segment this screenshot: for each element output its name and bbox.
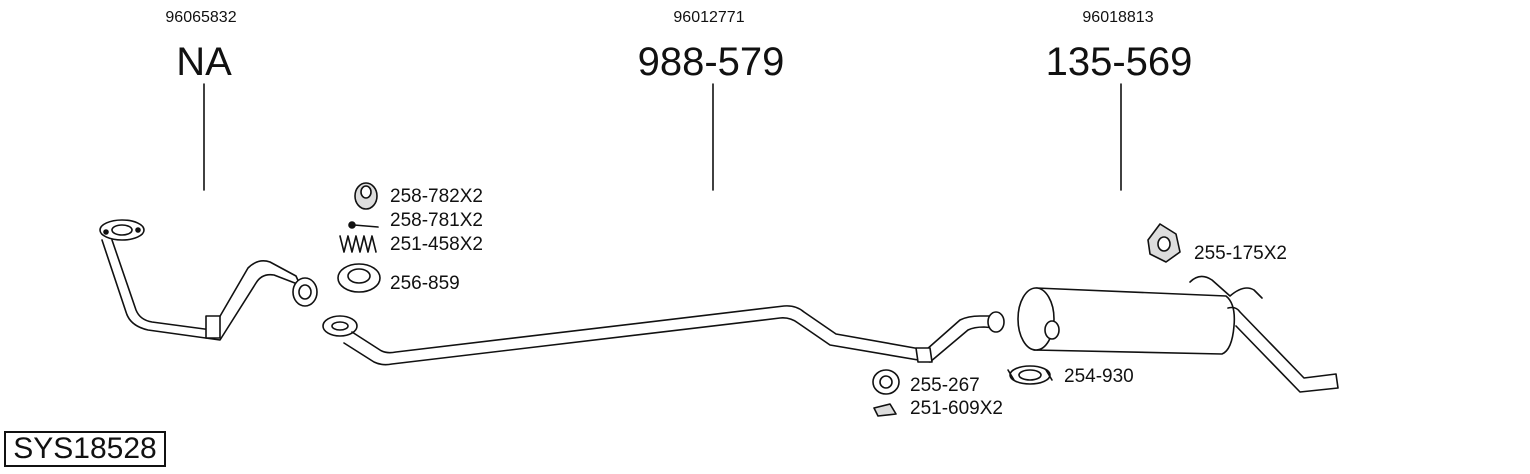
rear-silencer — [1017, 275, 1339, 393]
rubber-mount-right-icon — [1147, 223, 1181, 263]
label-rubber-mount-right: 255-175X2 — [1194, 243, 1287, 264]
clamp-icon — [1007, 365, 1053, 385]
label-hanger-mount: 255-267 — [910, 375, 980, 396]
label-bolt: 258-781X2 — [390, 210, 483, 231]
label-spring: 251-458X2 — [390, 234, 483, 255]
bolt-icon — [348, 221, 379, 229]
rubber-mount-top-icon — [354, 182, 378, 210]
part-number-middle: 988-579 — [637, 40, 785, 84]
part-number-rear: 135-569 — [1045, 40, 1193, 84]
label-bracket: 251-609X2 — [910, 398, 1003, 419]
label-gasket-ring: 256-859 — [390, 273, 460, 294]
oem-number-front: 96065832 — [165, 9, 237, 26]
spring-icon — [339, 235, 377, 253]
system-code-box: SYS18528 — [4, 431, 166, 467]
label-rubber-mount-top: 258-782X2 — [390, 186, 483, 207]
hanger-mount-icon — [872, 369, 900, 395]
label-clamp: 254-930 — [1064, 366, 1134, 387]
oem-number-middle: 96012771 — [673, 9, 745, 26]
front-pipe — [99, 219, 318, 341]
bracket-icon — [873, 403, 897, 417]
middle-pipe — [322, 305, 1005, 366]
part-number-front: NA — [176, 40, 232, 84]
oem-number-rear: 96018813 — [1082, 9, 1154, 26]
gasket-ring-icon — [337, 263, 381, 293]
